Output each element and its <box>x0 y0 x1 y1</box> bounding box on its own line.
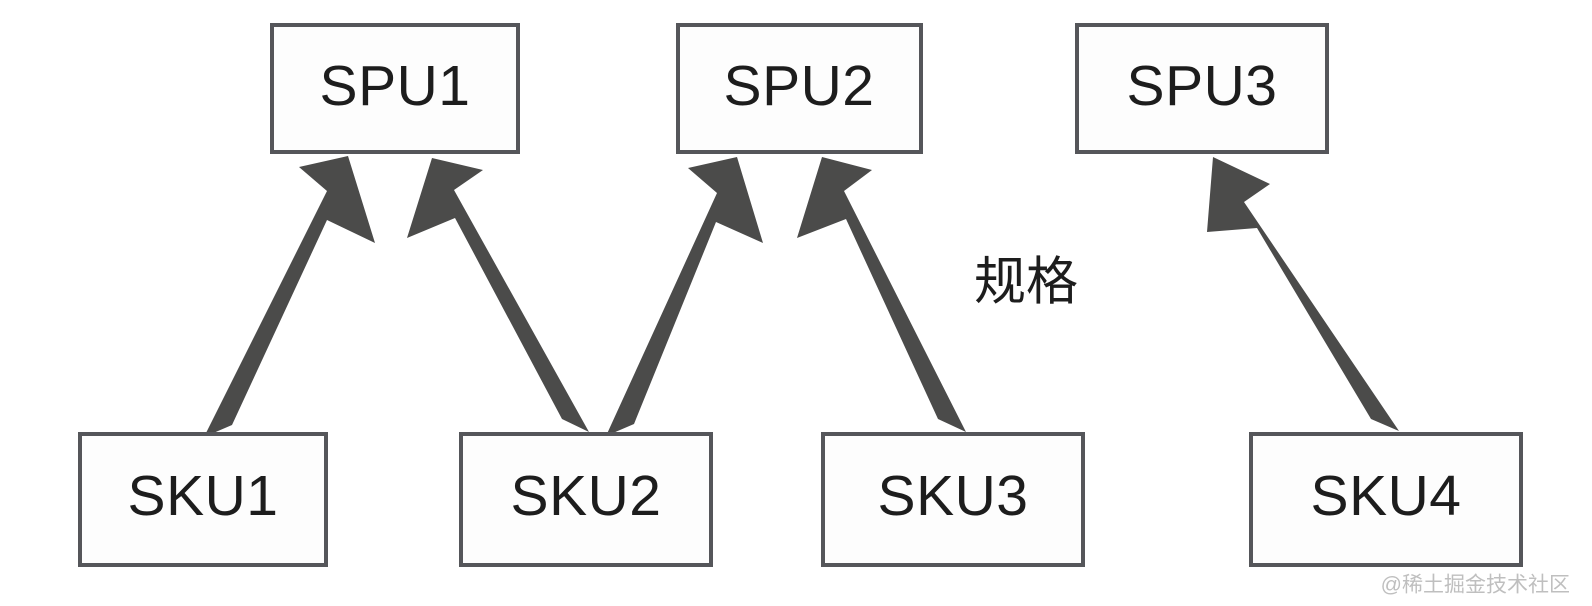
node-sku1[interactable]: SKU1 <box>78 432 328 567</box>
edge-layer <box>204 156 1399 437</box>
node-sku3-box[interactable] <box>821 432 1085 567</box>
node-sku4-box[interactable] <box>1249 432 1523 567</box>
node-spu2[interactable]: SPU2 <box>676 23 923 154</box>
node-sku3-label: SKU3 <box>878 464 1029 528</box>
node-sku2-box[interactable] <box>459 432 713 567</box>
node-sku3[interactable]: SKU3 <box>821 432 1085 567</box>
edge-sku2-spu2-arrow <box>606 157 763 436</box>
node-spu1-box[interactable] <box>270 23 520 154</box>
spec-annotation-label: 规格 <box>974 254 1078 312</box>
spu-node-group: SPU1 SPU2 SPU3 <box>270 23 1329 154</box>
edge-sku3-spu2-arrow <box>797 157 966 432</box>
node-sku2[interactable]: SKU2 <box>459 432 713 567</box>
sku-node-group: SKU1 SKU2 SKU3 SKU4 <box>78 432 1523 567</box>
node-spu1[interactable]: SPU1 <box>270 23 520 154</box>
node-sku4-label: SKU4 <box>1311 464 1462 528</box>
node-sku1-box[interactable] <box>78 432 328 567</box>
node-sku1-label: SKU1 <box>128 464 279 528</box>
node-sku4[interactable]: SKU4 <box>1249 432 1523 567</box>
node-spu3-label: SPU3 <box>1127 54 1278 118</box>
watermark-label: @稀土掘金技术社区 <box>1381 574 1570 597</box>
node-spu3-box[interactable] <box>1075 23 1329 154</box>
edge-sku2-spu1-arrow <box>407 158 589 432</box>
node-spu3[interactable]: SPU3 <box>1075 23 1329 154</box>
edge-sku1-spu1-arrow <box>204 156 375 437</box>
node-spu2-box[interactable] <box>676 23 923 154</box>
edge-sku4-spu3-arrow <box>1207 157 1399 431</box>
node-spu1-label: SPU1 <box>320 54 471 118</box>
node-spu2-label: SPU2 <box>724 54 875 118</box>
node-sku2-label: SKU2 <box>511 464 662 528</box>
